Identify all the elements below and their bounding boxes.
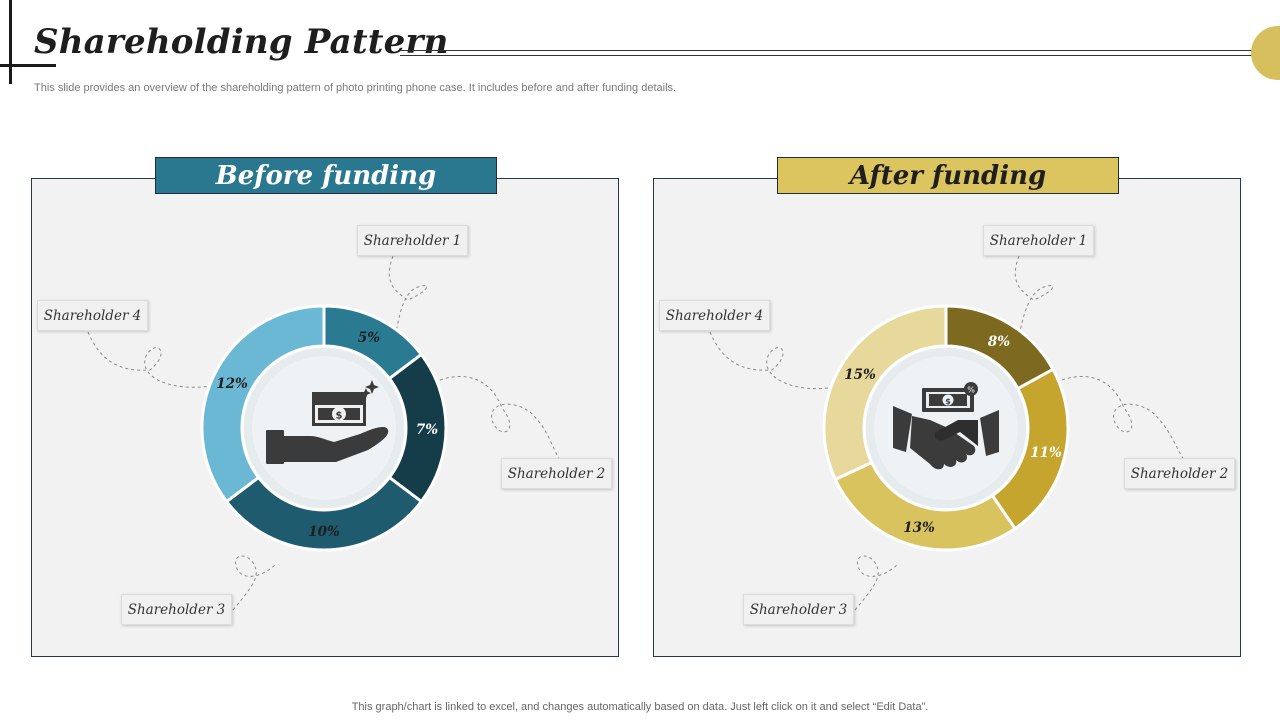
svg-text:$: $ [336,411,343,422]
value-label-after-shareholder-2: 11% [1030,445,1062,461]
connector-shareholder-3 [854,555,899,611]
donut-slice-after-shareholder-4 [822,304,948,482]
after-shareholder-4-label: Shareholder 4 [659,300,770,331]
value-label-after-shareholder-4: 15% [844,367,876,383]
money-hand-icon: $ [266,380,389,464]
connector-shareholder-4 [709,331,829,390]
value-label-after-shareholder-3: 13% [903,520,935,536]
donut-slice-after-shareholder-3 [833,460,1018,552]
after-shareholder-3-label: Shareholder 3 [743,594,854,625]
footer-note: This graph/chart is linked to excel, and… [351,701,929,713]
value-label-before-shareholder-4: 12% [216,376,248,392]
before-shareholder-3-label: Shareholder 3 [121,594,232,625]
svg-text:$: $ [945,397,951,406]
donut-slice-before-shareholder-4 [200,304,326,504]
after-shareholder-1-label: Shareholder 1 [983,225,1094,256]
value-label-before-shareholder-3: 10% [308,524,340,540]
svg-text:%: % [967,386,975,395]
donut-center [252,356,396,500]
before-funding-donut [200,304,448,552]
connector-shareholder-1 [1014,255,1054,333]
before-funding-header: Before funding [155,157,497,194]
connector-shareholder-3 [232,555,277,611]
title-rule [400,50,1260,51]
before-funding-panel [31,178,619,657]
connector-shareholder-2 [439,376,561,461]
handshake-icon: $ % [893,382,999,470]
after-shareholder-2-label: Shareholder 2 [1124,458,1235,489]
connector-shareholder-4 [87,331,213,388]
value-label-before-shareholder-2: 7% [416,422,438,438]
value-label-before-shareholder-1: 5% [358,330,380,346]
title-rule [400,55,1260,56]
connector-shareholder-2 [1061,376,1185,461]
before-shareholder-4-label: Shareholder 4 [37,300,148,331]
connector-lines [87,255,1185,611]
page-title: Shareholding Pattern [34,22,449,62]
page-subtitle: This slide provides an overview of the s… [34,82,677,94]
value-label-after-shareholder-1: 8% [988,334,1010,350]
before-shareholder-2-label: Shareholder 2 [501,458,612,489]
corner-accent-horizontal [0,64,56,67]
connector-shareholder-1 [388,255,428,333]
before-shareholder-1-label: Shareholder 1 [357,225,468,256]
after-funding-header: After funding [777,157,1119,194]
corner-accent-vertical [9,0,12,84]
